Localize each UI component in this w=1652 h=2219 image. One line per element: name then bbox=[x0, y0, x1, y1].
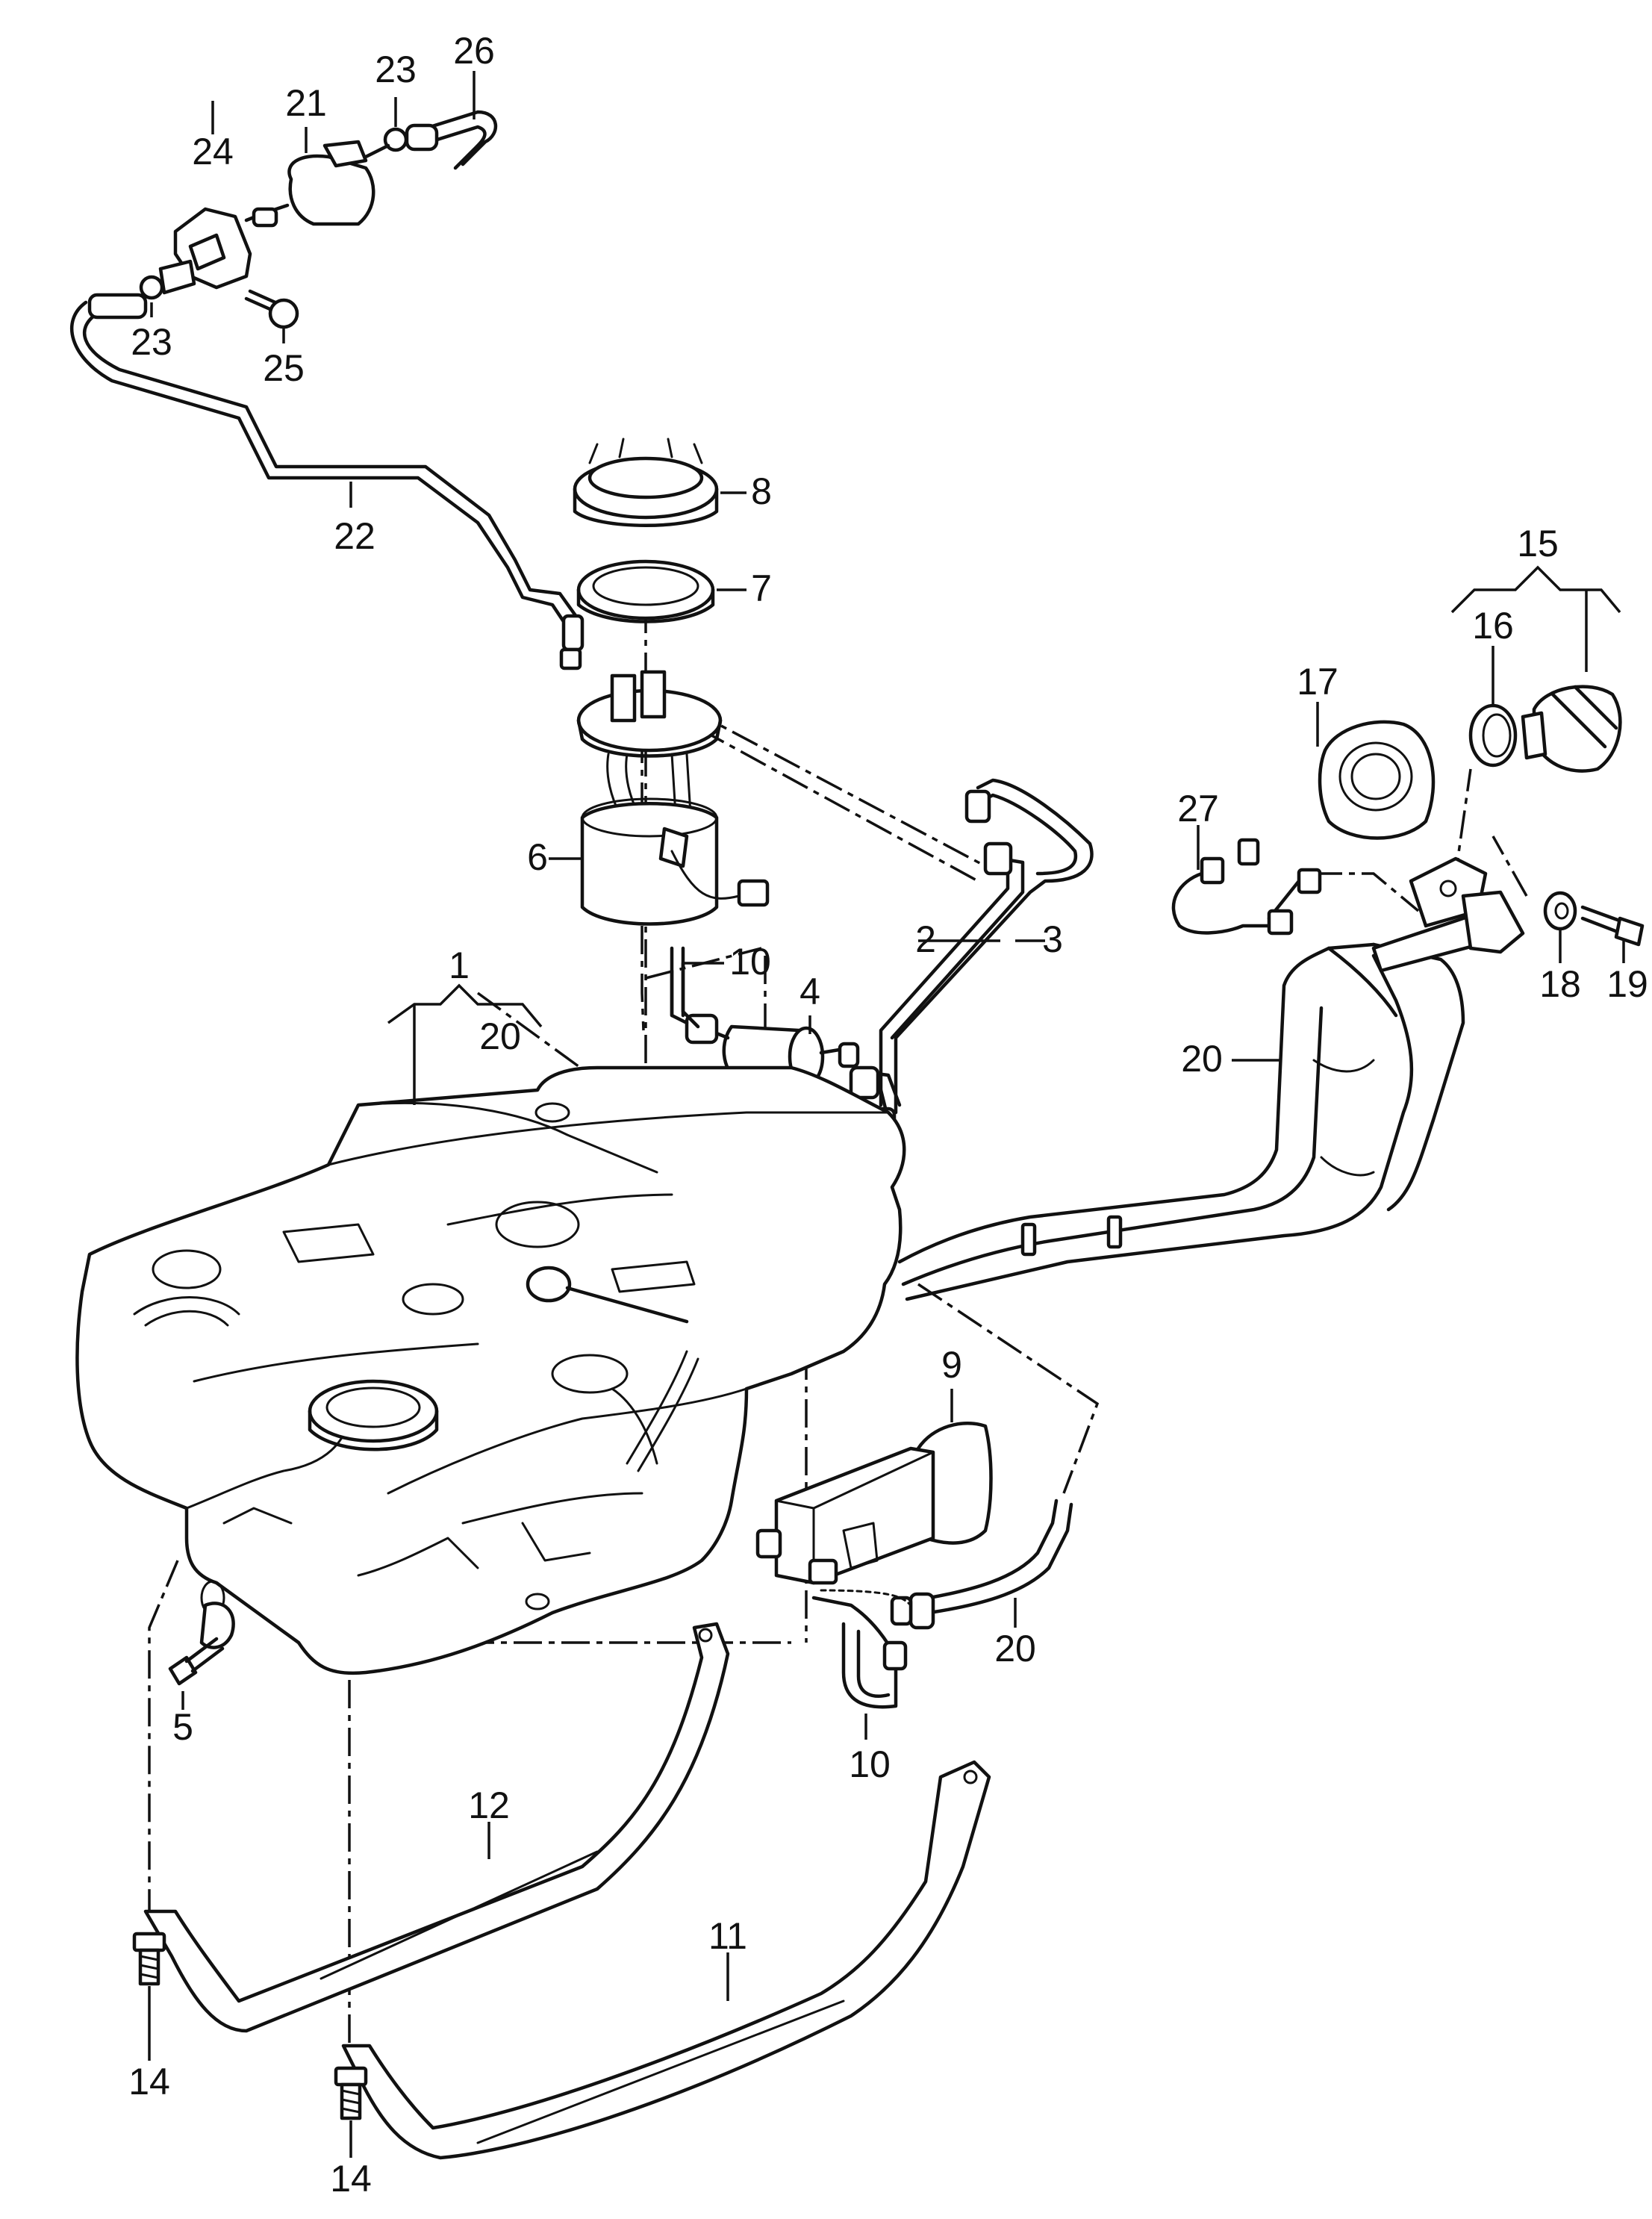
callout-1: 1 bbox=[449, 944, 470, 986]
callout-10-lower: 10 bbox=[849, 1743, 891, 1785]
callout-8: 8 bbox=[751, 470, 772, 512]
callout-9: 9 bbox=[941, 1344, 962, 1386]
group-brackets bbox=[387, 565, 1621, 1105]
rubber-boot-17-icon bbox=[1318, 720, 1436, 840]
fuel-filter-4 bbox=[670, 961, 860, 1104]
callout-21: 21 bbox=[285, 82, 327, 124]
fuel-sender-unit-6 bbox=[576, 670, 770, 926]
callout-12: 12 bbox=[468, 1784, 510, 1826]
tank-strap-12 bbox=[143, 1622, 730, 2033]
callout-25: 25 bbox=[263, 347, 305, 389]
callout-10-upper: 10 bbox=[729, 941, 771, 983]
seal-ring-16-icon bbox=[1468, 703, 1518, 768]
callout-4: 4 bbox=[799, 971, 820, 1012]
callout-3: 3 bbox=[1042, 918, 1063, 960]
wiring-harness-27 bbox=[1171, 838, 1322, 936]
seal-ring-7 bbox=[576, 559, 715, 623]
electrical-connector-icon bbox=[737, 879, 770, 907]
hose-26-icon bbox=[405, 123, 439, 152]
callout-27: 27 bbox=[1177, 788, 1219, 830]
fuel-cap-15-icon bbox=[1521, 685, 1622, 773]
callout-16: 16 bbox=[1472, 605, 1514, 647]
carbon-canister-9 bbox=[755, 1422, 993, 1607]
harness-connector-icon bbox=[1200, 856, 1225, 885]
connector-line-10-lower bbox=[811, 1596, 908, 1709]
callout-20-filler-pipe: 20 bbox=[1181, 1038, 1223, 1080]
vent-line-20 bbox=[890, 1498, 1073, 1630]
callout-17: 17 bbox=[1297, 661, 1338, 703]
callout-26: 26 bbox=[453, 30, 495, 72]
callout-20-vent-line: 20 bbox=[994, 1628, 1036, 1669]
callout-22: 22 bbox=[334, 515, 375, 557]
callout-15: 15 bbox=[1517, 523, 1559, 564]
callout-18: 18 bbox=[1539, 963, 1581, 1005]
callout-23-lower: 23 bbox=[131, 321, 172, 363]
callout-24: 24 bbox=[192, 131, 234, 172]
pipe-connector-icon bbox=[87, 293, 148, 320]
fuel-tank-1 bbox=[75, 1065, 906, 1675]
callout-20-tank: 20 bbox=[479, 1015, 521, 1057]
callout-14-center: 14 bbox=[330, 2158, 372, 2200]
auxiliary-pump-assembly bbox=[139, 110, 498, 329]
callout-7: 7 bbox=[751, 567, 772, 609]
connector-pipe-10-upper bbox=[670, 946, 685, 1018]
nut-18-icon bbox=[1543, 891, 1577, 931]
screw-5-icon bbox=[168, 1637, 225, 1686]
tank-lock-ring-8 bbox=[573, 438, 719, 527]
callout-2: 2 bbox=[915, 918, 936, 960]
bolt-14-left-icon bbox=[132, 1932, 166, 1986]
clamp-23-lower-icon bbox=[139, 275, 164, 300]
callout-5: 5 bbox=[172, 1706, 193, 1748]
tank-strap-11 bbox=[341, 1760, 991, 2160]
callout-6: 6 bbox=[527, 836, 548, 878]
callout-14-left: 14 bbox=[128, 2061, 170, 2103]
callout-11: 11 bbox=[708, 1915, 747, 1957]
callout-19: 19 bbox=[1606, 963, 1648, 1005]
callout-labels: 1 2 3 4 5 6 7 8 9 10 10 11 12 14 14 15 1… bbox=[128, 30, 1648, 2200]
bolt-14-center-icon bbox=[334, 2066, 368, 2120]
fuel-line-22 bbox=[69, 293, 585, 670]
pump-21-icon bbox=[287, 154, 375, 226]
callout-23-upper: 23 bbox=[375, 49, 417, 90]
screw-25-icon bbox=[268, 298, 299, 329]
leader-lines bbox=[148, 71, 1625, 2158]
filler-pipe-20 bbox=[897, 856, 1525, 1301]
screw-19-icon bbox=[1580, 905, 1645, 947]
